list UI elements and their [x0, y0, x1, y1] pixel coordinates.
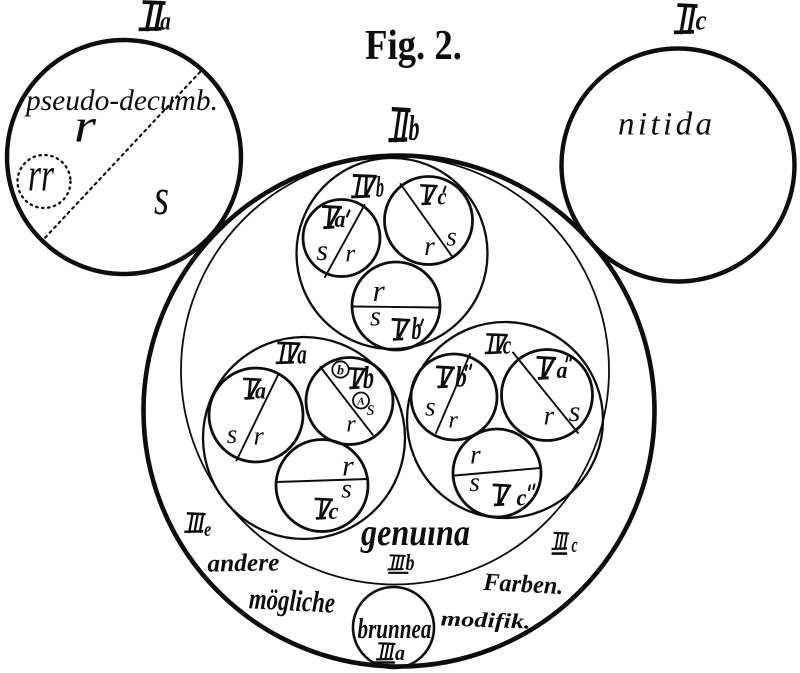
svg-text:Fig. 2.: Fig. 2.	[365, 23, 462, 69]
svg-text:a: a	[335, 207, 346, 233]
svg-text:s: s	[469, 467, 480, 497]
svg-text:s: s	[425, 392, 436, 422]
svg-text:r: r	[346, 412, 356, 438]
svg-text:c: c	[572, 532, 578, 557]
svg-text:b: b	[406, 550, 415, 575]
svg-text:a: a	[395, 640, 405, 665]
svg-text:b: b	[337, 364, 344, 379]
svg-text:b: b	[412, 310, 422, 346]
svg-text:s: s	[446, 221, 457, 251]
svg-text:s: s	[316, 234, 328, 267]
svg-text:s: s	[154, 169, 169, 226]
svg-text:c: c	[503, 331, 512, 360]
svg-text:b: b	[455, 361, 467, 394]
svg-text:s: s	[367, 398, 375, 420]
svg-text:b: b	[376, 171, 384, 204]
svg-text:a: a	[557, 358, 568, 384]
svg-text:r: r	[373, 273, 386, 308]
svg-text:brunnea: brunnea	[358, 614, 432, 645]
svg-text:b: b	[363, 359, 374, 395]
svg-text:a: a	[297, 340, 307, 371]
svg-text:s: s	[569, 395, 581, 428]
svg-text:modifik.: modifik.	[440, 606, 531, 633]
svg-text:c: c	[517, 486, 527, 512]
svg-text:r: r	[544, 400, 555, 430]
svg-text:nitida: nitida	[618, 107, 712, 143]
svg-text:r: r	[254, 422, 265, 451]
svg-text:genuına: genuına	[360, 512, 470, 554]
svg-text:e: e	[204, 519, 211, 541]
svg-text:Farben.: Farben.	[482, 569, 564, 600]
svg-text:mögliche: mögliche	[248, 582, 336, 619]
svg-text:a: a	[160, 7, 171, 36]
svg-text:rr: rr	[28, 149, 54, 202]
svg-text:c: c	[438, 185, 447, 211]
svg-text:c: c	[329, 499, 339, 525]
svg-text:r: r	[424, 231, 435, 261]
svg-text:andere: andere	[207, 549, 279, 577]
svg-text:A: A	[356, 395, 364, 407]
svg-text:b: b	[409, 108, 420, 148]
svg-text:pseudo-decumb.: pseudo-decumb.	[24, 84, 218, 117]
svg-text:s: s	[341, 474, 352, 504]
svg-text:r: r	[345, 240, 355, 267]
svg-text:r: r	[74, 100, 96, 153]
svg-text:r: r	[470, 440, 481, 470]
svg-text:a: a	[255, 379, 266, 405]
svg-text:s: s	[370, 302, 381, 333]
svg-text:s: s	[227, 419, 238, 449]
svg-text:r: r	[342, 449, 354, 482]
svg-text:c: c	[696, 6, 707, 37]
svg-text:r: r	[449, 408, 459, 434]
